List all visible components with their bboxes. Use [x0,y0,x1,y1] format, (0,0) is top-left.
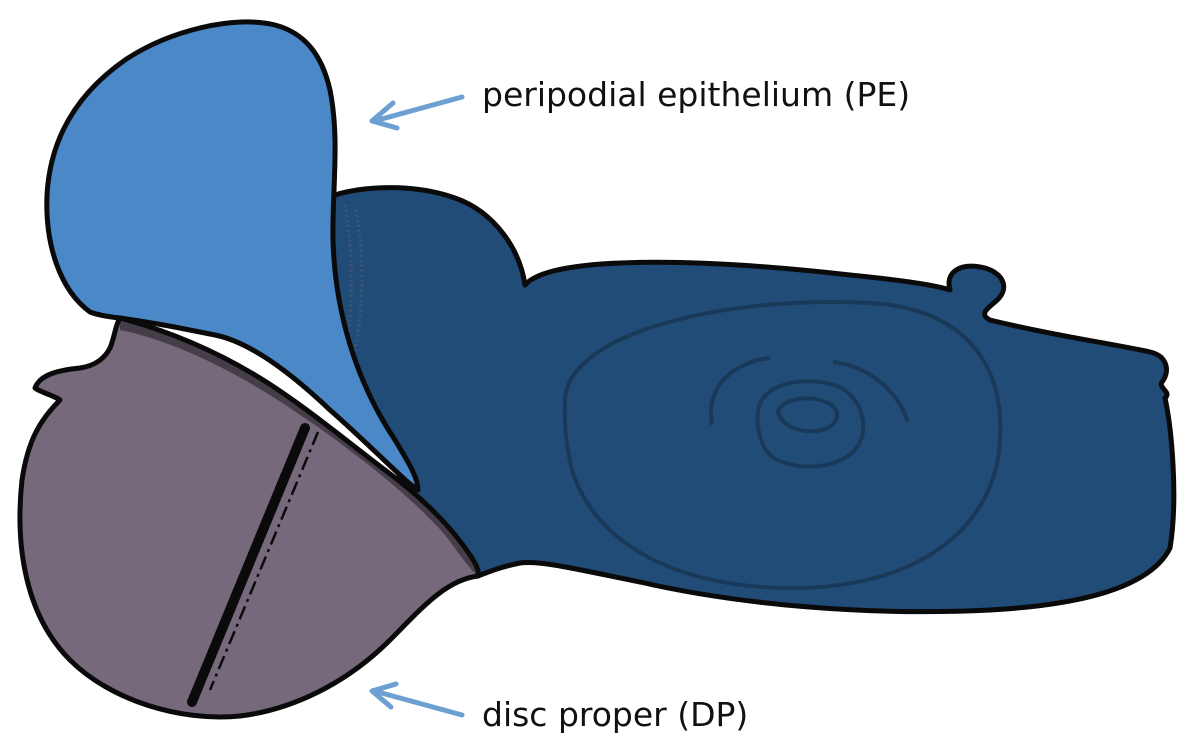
outer-fold-ring [562,300,1003,591]
disc-proper-shape [17,315,481,720]
dp-arrow [369,681,465,718]
inner-arc-right [832,360,910,423]
disc-body-shape [319,185,1177,615]
disc-proper-label: disc proper (DP) [482,695,749,734]
pe-arrow [369,94,465,131]
peripodial-epithelium-label: peripodial epithelium (PE) [482,75,911,114]
inner-arc-left [708,356,771,426]
center-fold-inner [775,396,839,434]
dp-dashed-line [208,431,320,691]
dp-stripe [187,423,310,707]
center-fold-outer [755,379,866,469]
peripodial-epithelium-shape [44,19,421,493]
